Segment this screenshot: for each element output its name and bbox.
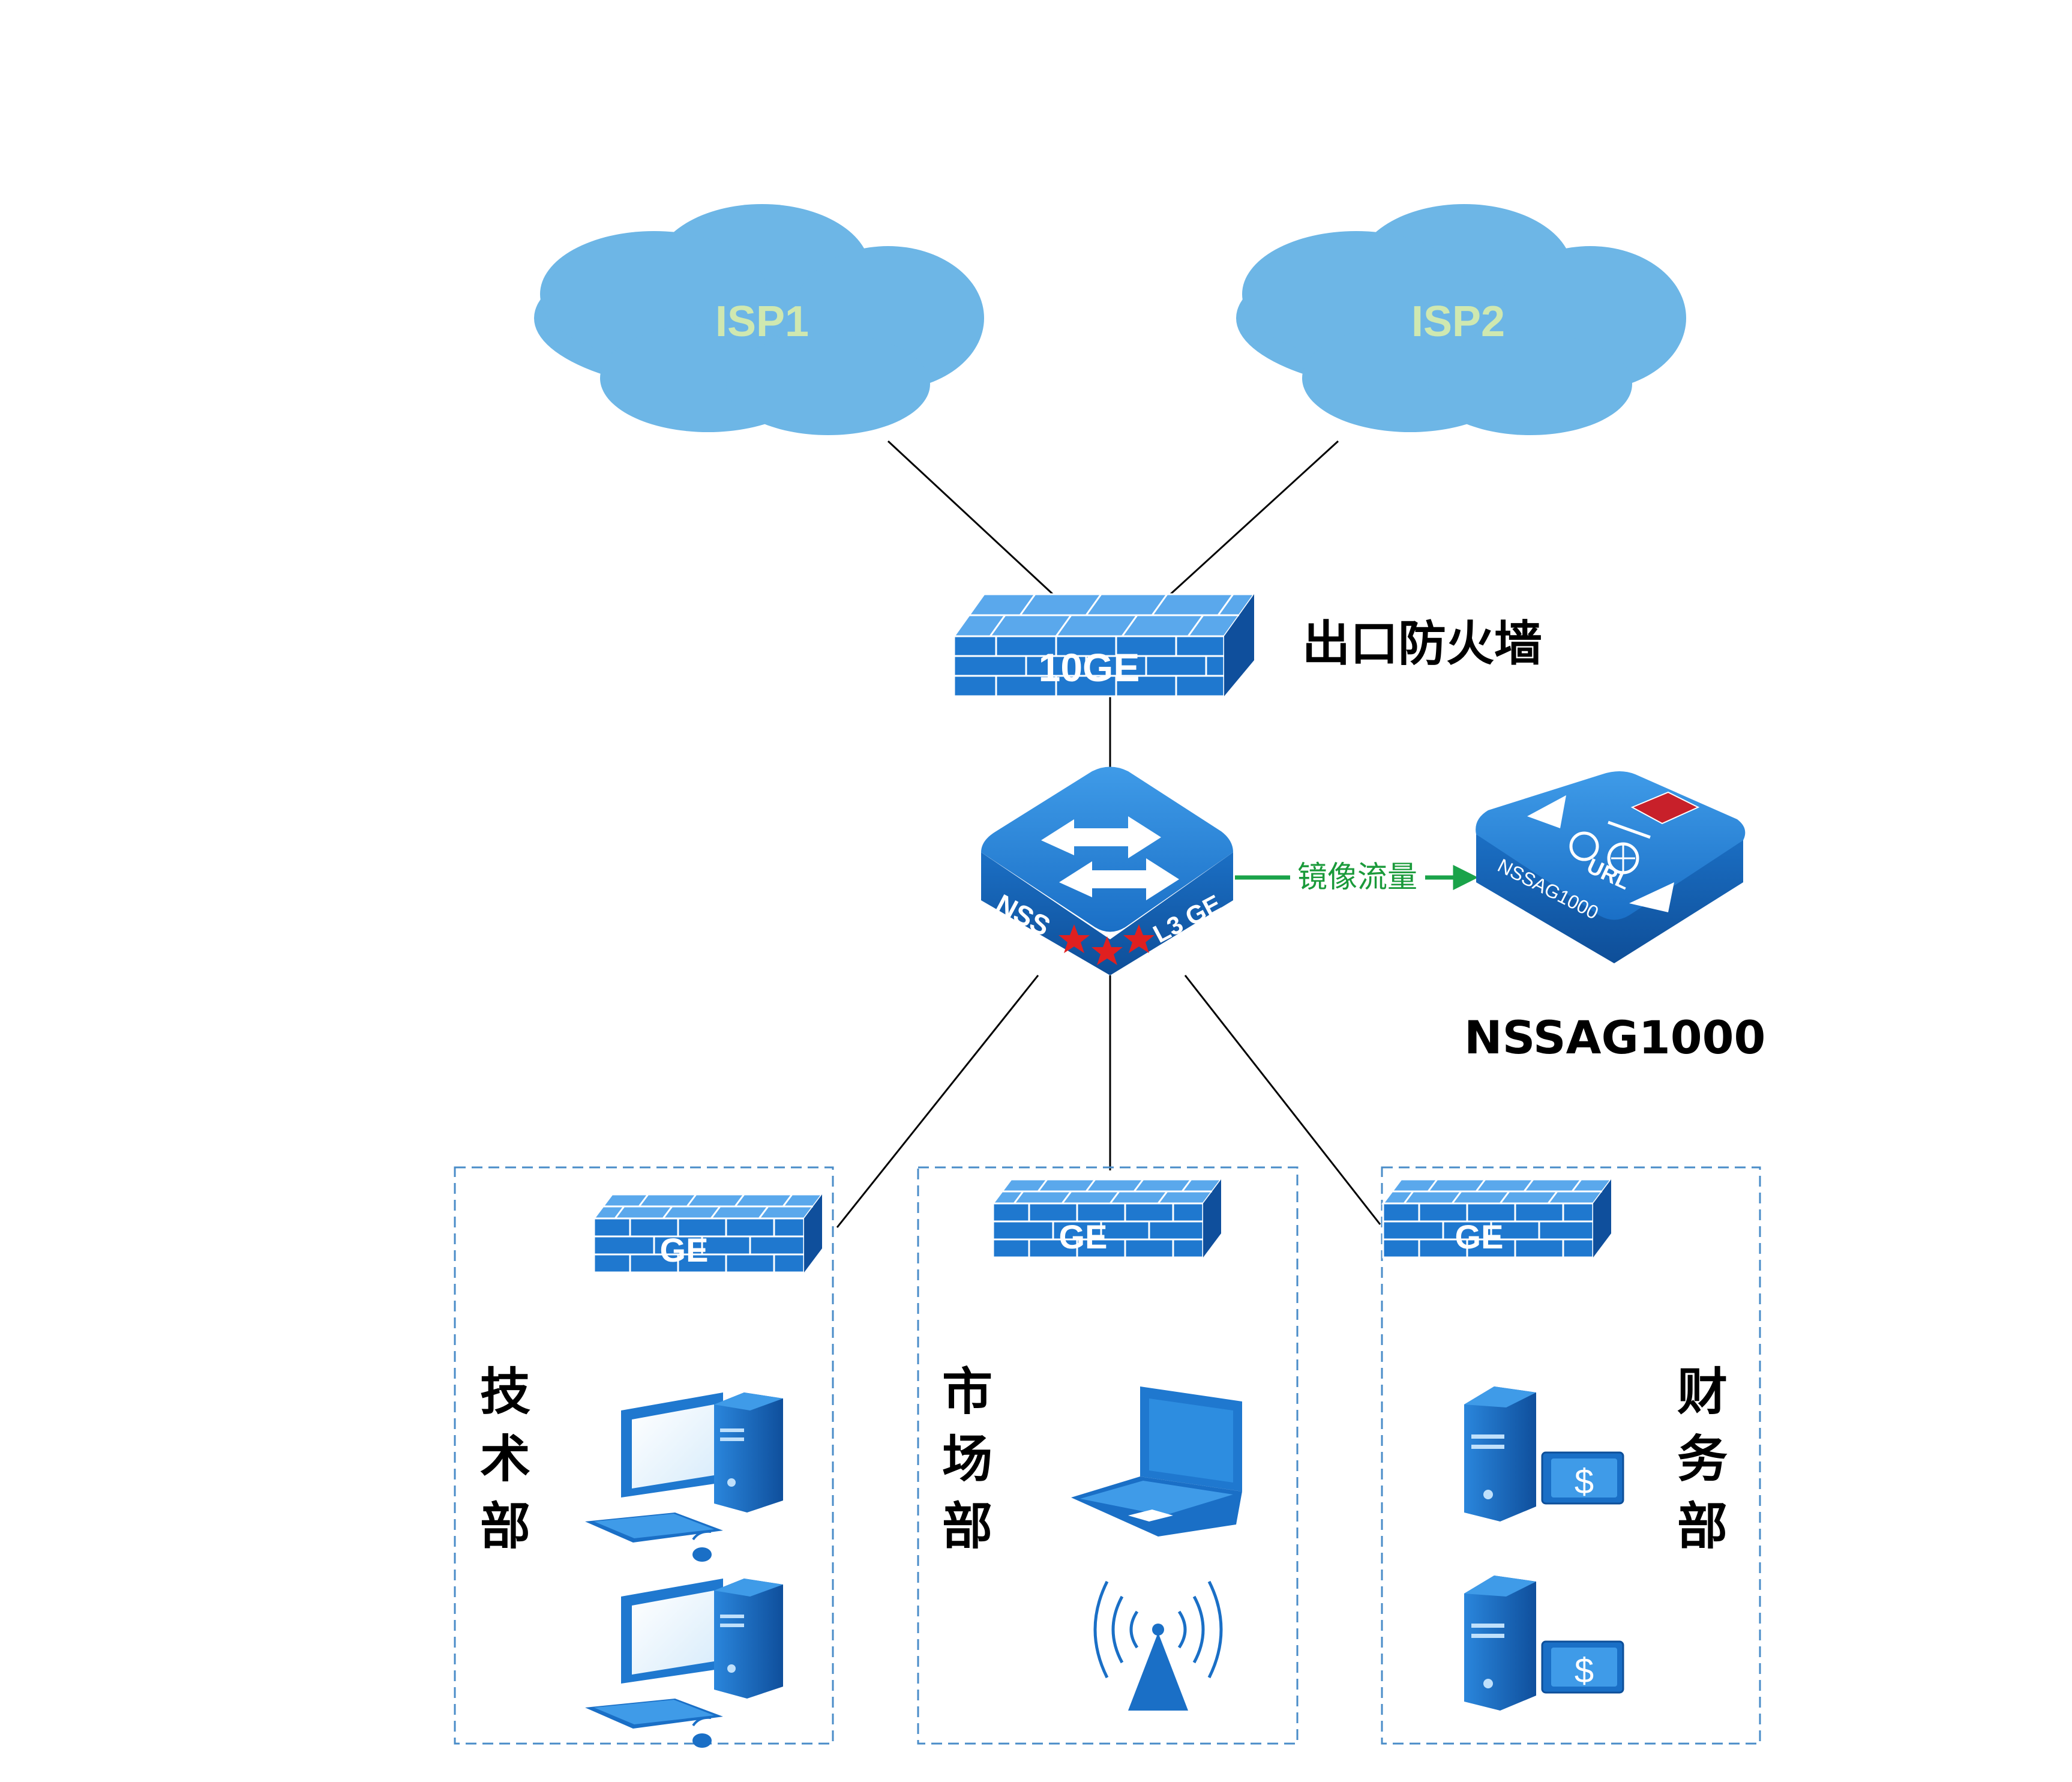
star-icon bbox=[1059, 924, 1155, 965]
department-boundary bbox=[917, 1166, 1299, 1745]
desktop-computer-icon bbox=[584, 1391, 784, 1563]
department-tech: GE 技 术 部 bbox=[454, 1166, 834, 1749]
link-isp2-firewall bbox=[1166, 440, 1339, 598]
department-switch-label: GE bbox=[1059, 1218, 1108, 1256]
cloud-icon bbox=[534, 204, 984, 435]
isp2-label: ISP2 bbox=[1411, 298, 1505, 346]
mirror-traffic-label: 镜像流量 bbox=[1297, 859, 1417, 894]
audit-appliance-caption: NSSAG1000 bbox=[1464, 1011, 1765, 1064]
department-finance: GE 财 务 部 $ $ bbox=[1381, 1166, 1761, 1745]
finance-server-icon: $ bbox=[1463, 1385, 1624, 1523]
cloud-isp2: ISP2 bbox=[1236, 204, 1686, 435]
finance-server-icon: $ bbox=[1463, 1574, 1624, 1712]
department-switch-label: GE bbox=[1455, 1218, 1504, 1256]
department-switch-label: GE bbox=[660, 1231, 709, 1269]
department-boundary bbox=[1381, 1166, 1761, 1745]
department-name-char: 市 bbox=[942, 1362, 992, 1421]
cloud-isp1: ISP1 bbox=[534, 204, 984, 435]
department-name-char: 财 bbox=[1677, 1362, 1728, 1421]
department-name-char: 技 bbox=[480, 1362, 530, 1421]
dollar-symbol: $ bbox=[1575, 1651, 1594, 1690]
department-boundary bbox=[454, 1166, 834, 1745]
audit-appliance: URL NSSAG1000 NSSAG1000 bbox=[1464, 771, 1765, 1064]
department-name-char: 务 bbox=[1677, 1430, 1728, 1489]
department-name-char: 部 bbox=[942, 1497, 992, 1556]
department-name-char: 术 bbox=[480, 1430, 530, 1489]
laptop-icon bbox=[1071, 1386, 1242, 1537]
core-switch: NSS L3 GE bbox=[981, 766, 1233, 975]
egress-firewall-caption: 出口防火墙 bbox=[1302, 616, 1542, 672]
link-isp1-firewall bbox=[887, 440, 1057, 598]
cloud-icon bbox=[1236, 204, 1686, 435]
department-name-char: 场 bbox=[942, 1430, 992, 1489]
connection-lines bbox=[836, 440, 1381, 1228]
wireless-antenna-icon bbox=[1093, 1580, 1223, 1711]
firewall-port-label: 10GE bbox=[1039, 645, 1140, 690]
desktop-computer-icon bbox=[584, 1577, 784, 1749]
isp1-label: ISP1 bbox=[715, 298, 809, 346]
mirror-traffic-link: 镜像流量 bbox=[1235, 855, 1479, 897]
department-name-char: 部 bbox=[1677, 1497, 1728, 1556]
department-market: GE 市 场 部 bbox=[917, 1166, 1299, 1745]
dollar-symbol: $ bbox=[1575, 1462, 1594, 1501]
firewall-icon bbox=[952, 593, 1256, 697]
department-name-char: 部 bbox=[480, 1497, 530, 1556]
link-switch-tech bbox=[836, 975, 1039, 1228]
audit-appliance-icon bbox=[1476, 771, 1746, 963]
switch-icon bbox=[981, 766, 1233, 975]
egress-firewall: 10GE 出口防火墙 bbox=[952, 593, 1542, 697]
link-switch-finance bbox=[1184, 975, 1381, 1225]
